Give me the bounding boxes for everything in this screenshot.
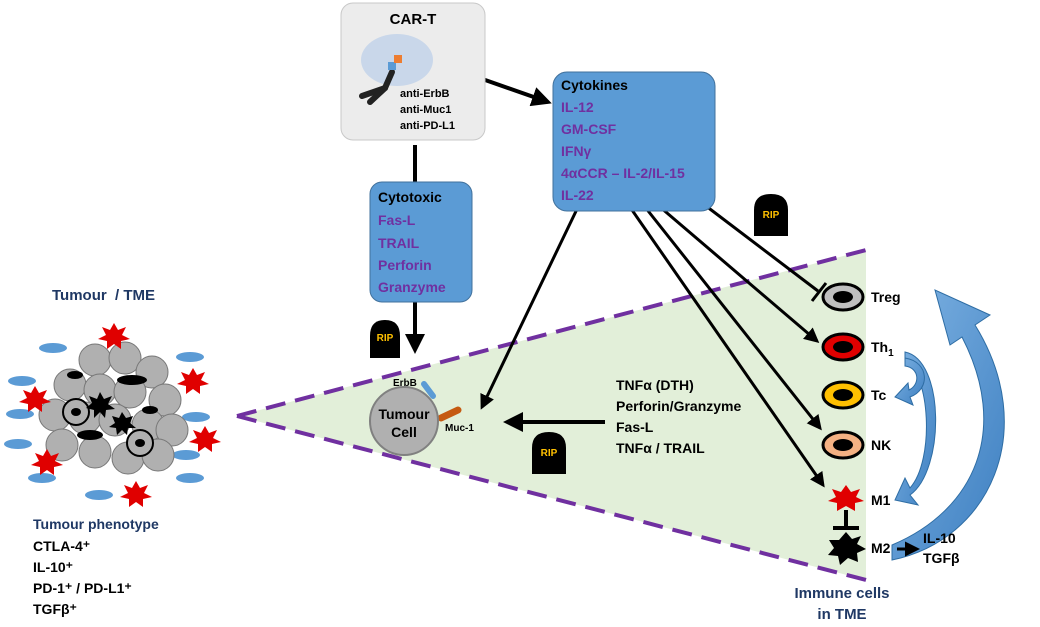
car-t-target-3: anti-PD-L1 (400, 120, 455, 132)
tme-lower-edge (236, 414, 867, 582)
effector-item-3: Fas-L (616, 419, 654, 435)
svg-text:Th1: Th1 (871, 339, 894, 359)
tc-cell: Tc (821, 380, 887, 410)
immune-cells-label-2: in TME (817, 606, 866, 623)
effector-item-1: TNFα (DTH) (616, 377, 694, 393)
cytokines-title: Cytokines (561, 77, 628, 93)
cytokine-item-1: IL-12 (561, 99, 594, 115)
rip-label: RIP (541, 448, 558, 459)
cytokine-item-4: 4αCCR – IL-2/IL-15 (561, 165, 685, 181)
phenotype-item-2: IL-10⁺ (33, 559, 73, 575)
m2-to-treg-arrow (891, 289, 1005, 561)
rip-tombstone-effectors: RIP (532, 432, 566, 474)
cytokines-to-th1-arrow (659, 205, 820, 343)
nk-label: NK (871, 437, 891, 453)
cytotoxic-item-1: Fas-L (378, 212, 416, 228)
cytokines-box: Cytokines IL-12 GM-CSF IFNγ 4αCCR – IL-2… (552, 71, 716, 212)
tumour-phenotype-title: Tumour phenotype (33, 516, 159, 532)
m2-cell: M2 (828, 532, 891, 565)
tc-label: Tc (871, 387, 887, 403)
th1-to-tc-arrow (894, 357, 925, 406)
cytokine-item-2: GM-CSF (561, 121, 617, 137)
m2-output-1: IL-10 (923, 530, 956, 546)
effector-item-2: Perforin/Granzyme (616, 398, 741, 414)
cytotoxic-box: Cytotoxic Fas-L TRAIL Perforin Granzyme (369, 181, 473, 303)
tme-region (237, 250, 866, 580)
cytotoxic-item-2: TRAIL (378, 235, 420, 251)
cytotoxic-item-3: Perforin (378, 257, 432, 273)
cytokines-to-m1-arrow (630, 209, 825, 488)
tumour-tme-title: Tumour / TME (52, 287, 155, 304)
erbb-receptor (421, 381, 436, 399)
muc1-label: Muc-1 (445, 423, 474, 434)
nk-cell: NK (821, 430, 891, 460)
erbb-label: ErbB (393, 378, 417, 389)
m2-label: M2 (871, 540, 891, 556)
m1-cell: M1 (828, 485, 891, 511)
treg-inhibit-bar (810, 282, 828, 302)
treg-label: Treg (871, 289, 901, 305)
th1-to-m1-arrow (894, 351, 937, 506)
cytokine-item-5: IL-22 (561, 187, 594, 203)
car-t-box: CAR-T anti-ErbB anti-Muc1 anti-PD-L1 (340, 2, 486, 141)
tumour-cell-label-2: Cell (391, 424, 417, 440)
rip-label: RIP (377, 333, 394, 344)
phenotype-item-1: CTLA-4⁺ (33, 538, 90, 554)
antibody-icon (359, 55, 402, 105)
m1-label: M1 (871, 492, 891, 508)
muc1-receptor (437, 406, 462, 422)
car-t-target-2: anti-Muc1 (400, 104, 451, 116)
cytotoxic-item-4: Granzyme (378, 279, 446, 295)
cytokines-to-tumour-arrow (480, 206, 580, 410)
th1-cell: Th1 (821, 332, 894, 362)
tme-upper-edge (236, 248, 867, 418)
tumour-cell: Tumour Cell ErbB Muc-1 (369, 378, 474, 456)
th1-subscript: 1 (888, 348, 894, 359)
phenotype-item-4: TGFβ⁺ (33, 601, 77, 617)
phenotype-item-3: PD-1⁺ / PD-L1⁺ (33, 580, 132, 596)
tumour-mass (4, 323, 221, 507)
cytokines-to-nk-arrow (643, 206, 822, 431)
cytokine-item-3: IFNγ (561, 143, 592, 159)
immune-cells-label-1: Immune cells (794, 585, 889, 602)
cytotoxic-title: Cytotoxic (378, 189, 442, 205)
rip-label: RIP (763, 210, 780, 221)
rip-tombstone-cytokines: RIP (754, 194, 788, 236)
car-t-title: CAR-T (390, 11, 437, 28)
treg-cell: Treg (821, 282, 901, 312)
m2-output-2: TGFβ (923, 550, 960, 566)
car-t-target-1: anti-ErbB (400, 88, 450, 100)
th1-label: Th (871, 339, 888, 355)
cytokines-inhibit-treg (705, 204, 819, 293)
effector-item-4: TNFα / TRAIL (616, 440, 705, 456)
rip-tombstone-cytotoxic: RIP (370, 320, 400, 358)
tumour-cell-label-1: Tumour (378, 406, 430, 422)
